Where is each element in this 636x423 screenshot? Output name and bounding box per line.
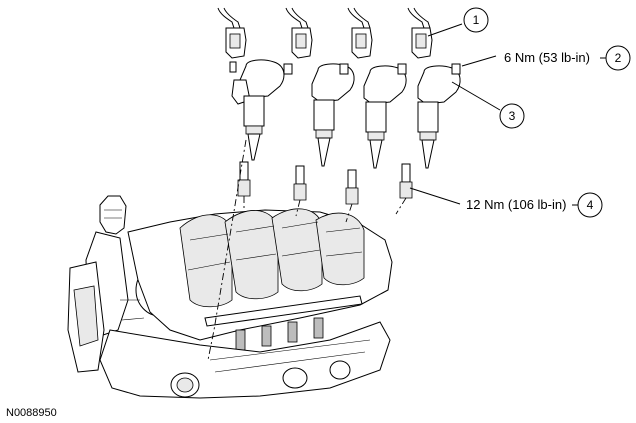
callout-2-number: 2 bbox=[615, 51, 622, 65]
callout-4: 12 Nm (106 lb-in) 4 bbox=[409, 187, 603, 218]
callout-1-number: 1 bbox=[473, 13, 480, 27]
coil-station-4 bbox=[395, 7, 461, 215]
callout-1: 1 bbox=[427, 7, 489, 37]
callout-3: 3 bbox=[451, 81, 525, 129]
callout-4-torque-label: 12 Nm (106 lb-in) bbox=[466, 197, 566, 212]
callout-2-torque-label: 6 Nm (53 lb-in) bbox=[504, 50, 590, 65]
callout-2: 6 Nm (53 lb-in) 2 bbox=[461, 45, 631, 71]
callout-4-number: 4 bbox=[587, 198, 594, 212]
coil-station-1 bbox=[217, 7, 293, 210]
engine-assembly bbox=[67, 195, 393, 399]
coil-station-2 bbox=[285, 7, 355, 217]
coil-station-3 bbox=[345, 7, 407, 223]
figure-id: N0088950 bbox=[6, 407, 57, 419]
callout-3-number: 3 bbox=[509, 109, 516, 123]
